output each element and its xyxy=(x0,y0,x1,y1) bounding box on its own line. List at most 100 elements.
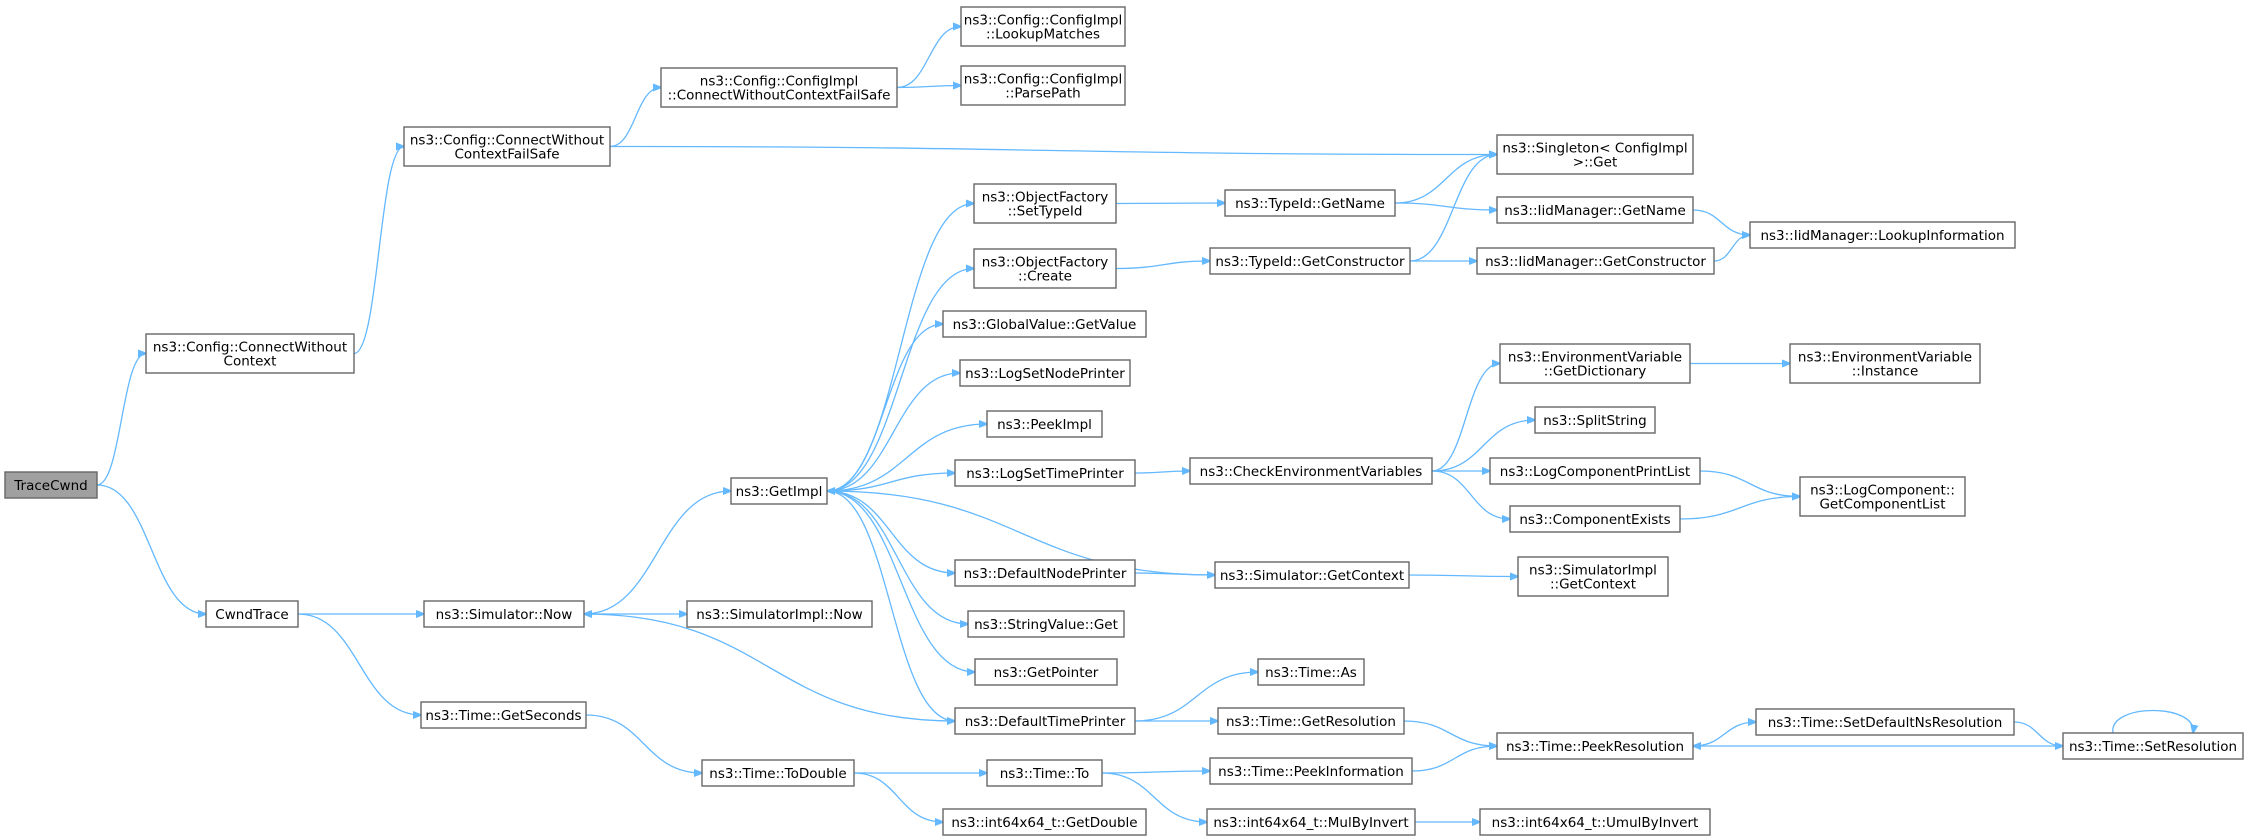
node-stringvalue-get[interactable]: ns3::StringValue::Get xyxy=(967,610,1125,638)
node-box xyxy=(1189,457,1433,485)
node-label: ns3::DefaultTimePrinter xyxy=(965,714,1126,730)
node-int64x64-getdouble[interactable]: ns3::int64x64_t::GetDouble xyxy=(942,808,1147,836)
node-box xyxy=(967,610,1125,638)
node-label: ns3::Time::GetResolution xyxy=(1226,714,1396,730)
edge-checkenvironmentvariables-to-componentexists xyxy=(1431,470,1510,519)
node-logcomponentprintlist[interactable]: ns3::LogComponentPrintList xyxy=(1489,457,1701,485)
node-label: ContextFailSafe xyxy=(454,147,559,163)
node-time-getseconds[interactable]: ns3::Time::GetSeconds xyxy=(420,701,587,729)
node-label: ns3::Config::ConnectWithout xyxy=(410,133,604,149)
edge-simulator-getcontext-to-simulatorimpl-getcontext xyxy=(1408,575,1518,577)
node-int64x64-umulbyinvert[interactable]: ns3::int64x64_t::UmulByInvert xyxy=(1479,808,1711,836)
edge-getimpl-to-logsettimeprinter xyxy=(826,473,955,492)
node-label: ns3::GetPointer xyxy=(994,665,1099,681)
node-time-as[interactable]: ns3::Time::As xyxy=(1257,658,1365,686)
node-peekimpl[interactable]: ns3::PeekImpl xyxy=(986,410,1103,438)
node-label: ::ConnectWithoutContextFailSafe xyxy=(668,88,891,104)
node-label: ns3::Config::ConnectWithout xyxy=(153,340,347,356)
edge-getimpl-to-peekimpl xyxy=(826,424,987,492)
edge-configimpl-connect-to-configimpl-lookupmatches xyxy=(896,27,961,89)
node-simulator-now[interactable]: ns3::Simulator::Now xyxy=(423,600,585,628)
node-label: ns3::Time::GetSeconds xyxy=(425,708,581,724)
edge-getimpl-to-objectfactory-settypeid xyxy=(826,204,974,492)
node-getpointer[interactable]: ns3::GetPointer xyxy=(974,658,1118,686)
node-typeid-getname[interactable]: ns3::TypeId::GetName xyxy=(1224,189,1396,217)
node-tracecwnd[interactable]: TraceCwnd xyxy=(4,471,98,499)
node-box xyxy=(423,600,585,628)
edge-time-todouble-to-int64x64-getdouble xyxy=(853,772,943,822)
node-defaulttimeprinter[interactable]: ns3::DefaultTimePrinter xyxy=(954,707,1136,735)
node-label: ns3::DefaultNodePrinter xyxy=(964,566,1127,582)
node-time-peekresolution[interactable]: ns3::Time::PeekResolution xyxy=(1496,732,1694,760)
node-configimpl-parsepath[interactable]: ns3::Config::ConfigImpl::ParsePath xyxy=(960,65,1126,106)
node-singleton-get[interactable]: ns3::Singleton< ConfigImpl >::Get xyxy=(1496,134,1694,175)
edge-checkenvironmentvariables-to-splitstring xyxy=(1431,420,1535,472)
edge-time-getresolution-to-time-peekresolution xyxy=(1403,720,1497,746)
node-label: ::SetTypeId xyxy=(1008,204,1083,220)
node-label: ns3::Time::SetDefaultNsResolution xyxy=(1768,715,2003,731)
node-int64x64-mulbyinvert[interactable]: ns3::int64x64_t::MulByInvert xyxy=(1206,808,1416,836)
edge-configimpl-connect-to-configimpl-parsepath xyxy=(896,86,961,88)
node-box xyxy=(1214,561,1410,589)
node-defaultnodeprinter[interactable]: ns3::DefaultNodePrinter xyxy=(954,559,1136,587)
edge-getimpl-to-stringvalue-get xyxy=(826,490,968,624)
edge-time-setdefaultnsresolution-to-time-setresolution xyxy=(2013,721,2063,746)
node-iidmanager-getconstructor[interactable]: ns3::IidManager::GetConstructor xyxy=(1476,247,1715,275)
node-cwndtrace[interactable]: CwndTrace xyxy=(205,600,299,628)
node-time-setdefaultnsresolution[interactable]: ns3::Time::SetDefaultNsResolution xyxy=(1755,708,2015,736)
node-connectwithoutcontextfailsafe[interactable]: ns3::Config::ConnectWithoutContextFailSa… xyxy=(403,126,611,167)
node-box xyxy=(1799,476,1966,517)
node-label: ns3::int64x64_t::MulByInvert xyxy=(1213,815,1408,831)
node-environmentvariable-getdictionary[interactable]: ns3::EnvironmentVariable::GetDictionary xyxy=(1499,343,1691,384)
node-componentexists[interactable]: ns3::ComponentExists xyxy=(1509,505,1681,533)
node-time-todouble[interactable]: ns3::Time::ToDouble xyxy=(701,759,855,787)
node-box xyxy=(660,67,898,108)
node-box xyxy=(1496,134,1694,175)
edge-getimpl-to-objectfactory-create xyxy=(826,269,974,492)
edge-time-getseconds-to-time-todouble xyxy=(585,714,702,773)
node-typeid-getconstructor[interactable]: ns3::TypeId::GetConstructor xyxy=(1209,247,1411,275)
node-box xyxy=(942,310,1147,338)
node-box xyxy=(403,126,611,167)
node-box xyxy=(973,183,1117,224)
node-box xyxy=(1517,556,1669,597)
edge-checkenvironmentvariables-to-environmentvariable-getdictionary xyxy=(1431,364,1500,472)
node-time-to[interactable]: ns3::Time::To xyxy=(986,759,1103,787)
node-splitstring[interactable]: ns3::SplitString xyxy=(1534,406,1656,434)
node-configimpl-lookupmatches[interactable]: ns3::Config::ConfigImpl::LookupMatches xyxy=(960,6,1126,47)
node-objectfactory-settypeid[interactable]: ns3::ObjectFactory::SetTypeId xyxy=(973,183,1117,224)
node-checkenvironmentvariables[interactable]: ns3::CheckEnvironmentVariables xyxy=(1189,457,1433,485)
node-label: ns3::PeekImpl xyxy=(997,417,1092,433)
node-label: ns3::Singleton< ConfigImpl xyxy=(1502,141,1687,157)
node-time-setresolution[interactable]: ns3::Time::SetResolution xyxy=(2062,732,2244,760)
node-objectfactory-create[interactable]: ns3::ObjectFactory::Create xyxy=(973,248,1117,289)
node-connectwithoutcontext[interactable]: ns3::Config::ConnectWithoutContext xyxy=(145,333,355,374)
node-configimpl-connect[interactable]: ns3::Config::ConfigImpl::ConnectWithoutC… xyxy=(660,67,898,108)
node-box xyxy=(1496,732,1694,760)
node-simulatorimpl-now[interactable]: ns3::SimulatorImpl::Now xyxy=(686,600,873,628)
edge-getimpl-to-getpointer xyxy=(826,490,975,672)
node-label: ns3::ComponentExists xyxy=(1519,512,1670,528)
node-time-getresolution[interactable]: ns3::Time::GetResolution xyxy=(1217,707,1405,735)
node-environmentvariable-instance[interactable]: ns3::EnvironmentVariable::Instance xyxy=(1789,343,1981,384)
node-getimpl[interactable]: ns3::GetImpl xyxy=(730,477,828,505)
node-box xyxy=(986,410,1103,438)
edge-iidmanager-getname-to-iidmanager-lookupinformation xyxy=(1692,209,1750,235)
node-label: ns3::Time::As xyxy=(1265,665,1357,681)
node-label: ::GetDictionary xyxy=(1544,364,1646,380)
node-box xyxy=(954,707,1136,735)
node-label: ns3::ObjectFactory xyxy=(982,190,1109,206)
node-logsettimeprinter[interactable]: ns3::LogSetTimePrinter xyxy=(954,459,1136,487)
edge-time-peekresolution-to-time-setdefaultnsresolution xyxy=(1692,722,1756,747)
node-time-peekinformation[interactable]: ns3::Time::PeekInformation xyxy=(1209,757,1413,785)
node-simulatorimpl-getcontext[interactable]: ns3::SimulatorImpl::GetContext xyxy=(1517,556,1669,597)
node-box xyxy=(205,600,299,628)
node-logsetnodeprinter[interactable]: ns3::LogSetNodePrinter xyxy=(959,359,1131,387)
node-box xyxy=(954,459,1136,487)
node-iidmanager-lookupinformation[interactable]: ns3::IidManager::LookupInformation xyxy=(1749,221,2016,249)
node-logcomponent-getcomponentlist[interactable]: ns3::LogComponent::GetComponentList xyxy=(1799,476,1966,517)
node-iidmanager-getname[interactable]: ns3::IidManager::GetName xyxy=(1496,196,1694,224)
node-simulator-getcontext[interactable]: ns3::Simulator::GetContext xyxy=(1214,561,1410,589)
node-globalvalue-getvalue[interactable]: ns3::GlobalValue::GetValue xyxy=(942,310,1147,338)
